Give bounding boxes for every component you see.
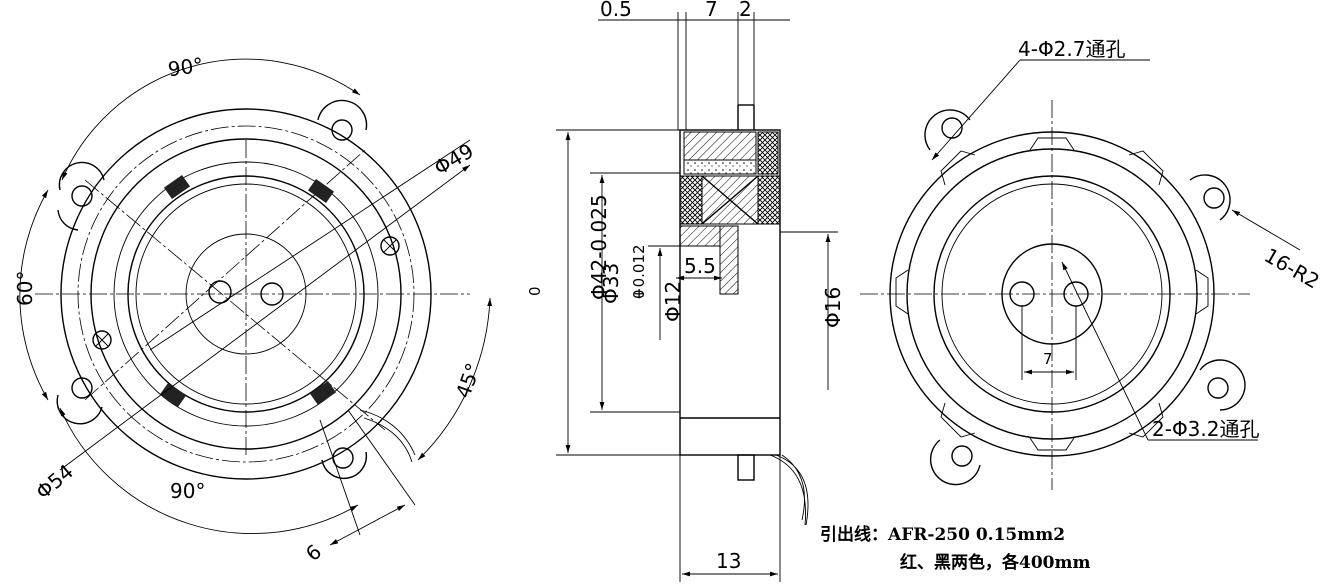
slot-ext-2 bbox=[347, 409, 416, 506]
note-line-1: 引出线：AFR-250 0.15mm2 bbox=[820, 524, 1065, 545]
label-dia12-lower: 0 bbox=[630, 289, 648, 299]
label-radius: 16-R2 bbox=[1260, 243, 1323, 293]
screw-cross-right bbox=[383, 239, 397, 253]
label-dia54: Φ54 bbox=[31, 459, 78, 504]
label-angle-right: 45° bbox=[451, 360, 486, 402]
label-rear-dim-7: 7 bbox=[1043, 350, 1053, 368]
front-centerline-diag1 bbox=[84, 179, 386, 431]
section-view: 0.5 7 2 Φ42-0.025 0 Φ33 Φ12 bbox=[526, 0, 845, 582]
leader-4holes bbox=[931, 59, 1021, 161]
label-angle-left: 60° bbox=[13, 271, 37, 306]
leader-radius bbox=[1231, 209, 1301, 251]
label-dia49: Φ49 bbox=[430, 139, 478, 180]
shaft-bottom bbox=[737, 454, 755, 481]
magnet-1 bbox=[163, 174, 191, 200]
rear-ear-r bbox=[1189, 174, 1231, 221]
xhatch-top-right bbox=[757, 131, 779, 175]
front-lead-wires bbox=[359, 409, 416, 463]
label-dia42: Φ42-0.025 bbox=[587, 194, 611, 300]
front-ear-top-right bbox=[317, 99, 368, 131]
front-ring-3 bbox=[135, 183, 357, 405]
label-angle-bottom: 90° bbox=[170, 479, 205, 503]
label-dia12-upper: +0.012 bbox=[630, 244, 648, 300]
front-hole-bottom-left bbox=[71, 377, 93, 399]
arc-90-top bbox=[61, 58, 361, 181]
section-body-outline bbox=[679, 129, 781, 456]
magnet-3 bbox=[159, 382, 187, 408]
rear-tab-tr bbox=[1128, 150, 1164, 186]
front-view: 90° 90° 60° 45° Φ54 Φ49 6 bbox=[13, 53, 493, 566]
screw-head-left bbox=[92, 330, 112, 350]
coil-left bbox=[679, 175, 703, 225]
lead-wire-note: 引出线：AFR-250 0.15mm2 红、黑两色，各400mm bbox=[820, 524, 1090, 573]
label-dia42-upper: 0 bbox=[526, 286, 544, 296]
label-dia33: Φ33 bbox=[599, 263, 623, 304]
dotted-layer bbox=[683, 159, 757, 175]
rear-hole-tl bbox=[941, 117, 963, 139]
rear-ring-3 bbox=[941, 183, 1163, 405]
rear-tab-left bbox=[895, 269, 909, 315]
front-center-hole-left bbox=[208, 280, 232, 304]
arc-60-left bbox=[19, 189, 49, 401]
hub-top bbox=[679, 225, 721, 247]
label-angle-top: 90° bbox=[166, 53, 204, 82]
slot-ext-1 bbox=[319, 419, 361, 536]
label-dim-05: 0.5 bbox=[600, 0, 632, 21]
core-vee bbox=[701, 175, 759, 225]
rear-tab-top bbox=[1029, 137, 1075, 151]
front-inner-circle bbox=[185, 233, 307, 355]
screw-cross-left bbox=[95, 333, 109, 347]
note-line-2: 红、黑两色，各400mm bbox=[900, 552, 1090, 573]
label-4holes: 4-Φ2.7通孔 bbox=[1018, 37, 1126, 61]
rear-hub-circle bbox=[1001, 243, 1103, 345]
slot-dim-line bbox=[329, 504, 406, 546]
rear-tab-bottom bbox=[1029, 437, 1075, 451]
rear-hole-br bbox=[1207, 377, 1229, 399]
arc-90-bottom bbox=[59, 407, 359, 534]
rear-ear-tl bbox=[924, 109, 971, 151]
front-hole-top-right bbox=[331, 119, 353, 141]
front-ear-bottom-left bbox=[56, 394, 103, 425]
hub-side bbox=[719, 225, 739, 295]
screw-head-right bbox=[380, 236, 400, 256]
leader-2holes bbox=[1061, 261, 1149, 441]
magnet-4 bbox=[309, 380, 337, 406]
label-dim-7: 7 bbox=[705, 0, 718, 21]
coil-right bbox=[757, 175, 781, 225]
rear-tab-br bbox=[1128, 402, 1164, 438]
rear-ring-1 bbox=[906, 148, 1198, 440]
arc-45-right bbox=[417, 297, 493, 461]
label-dia16: Φ16 bbox=[821, 287, 845, 328]
front-ear-bottom-right bbox=[321, 451, 368, 480]
rear-outer-circle bbox=[889, 131, 1215, 457]
rear-tab-right bbox=[1195, 269, 1209, 315]
dim-line-dia49 bbox=[149, 139, 471, 351]
rear-ring-2 bbox=[933, 175, 1171, 413]
rear-view: 7 4-Φ2.7通孔 16-R2 2-Φ3.2通孔 bbox=[860, 37, 1324, 490]
front-hole-top-left bbox=[71, 185, 93, 207]
rear-tab-tl bbox=[940, 150, 976, 186]
label-dim-55: 5.5 bbox=[684, 254, 716, 278]
rear-ring-tabs bbox=[895, 137, 1209, 451]
rear-ear-bl bbox=[929, 439, 981, 486]
rear-hole-r bbox=[1203, 187, 1225, 209]
label-2holes: 2-Φ3.2通孔 bbox=[1152, 417, 1260, 441]
front-center-hole-right bbox=[260, 282, 284, 306]
label-dim-2: 2 bbox=[739, 0, 752, 21]
hatch-top-block bbox=[683, 131, 757, 161]
rear-ear-br bbox=[1199, 359, 1246, 411]
label-slot-width: 6 bbox=[301, 539, 326, 566]
magnet-2 bbox=[307, 178, 335, 204]
section-lead-wires bbox=[769, 454, 809, 526]
rear-tab-bl bbox=[940, 402, 976, 438]
label-dia12: Φ12 bbox=[661, 281, 685, 322]
rear-hole-bl bbox=[951, 445, 973, 467]
label-dim-13: 13 bbox=[716, 549, 741, 573]
